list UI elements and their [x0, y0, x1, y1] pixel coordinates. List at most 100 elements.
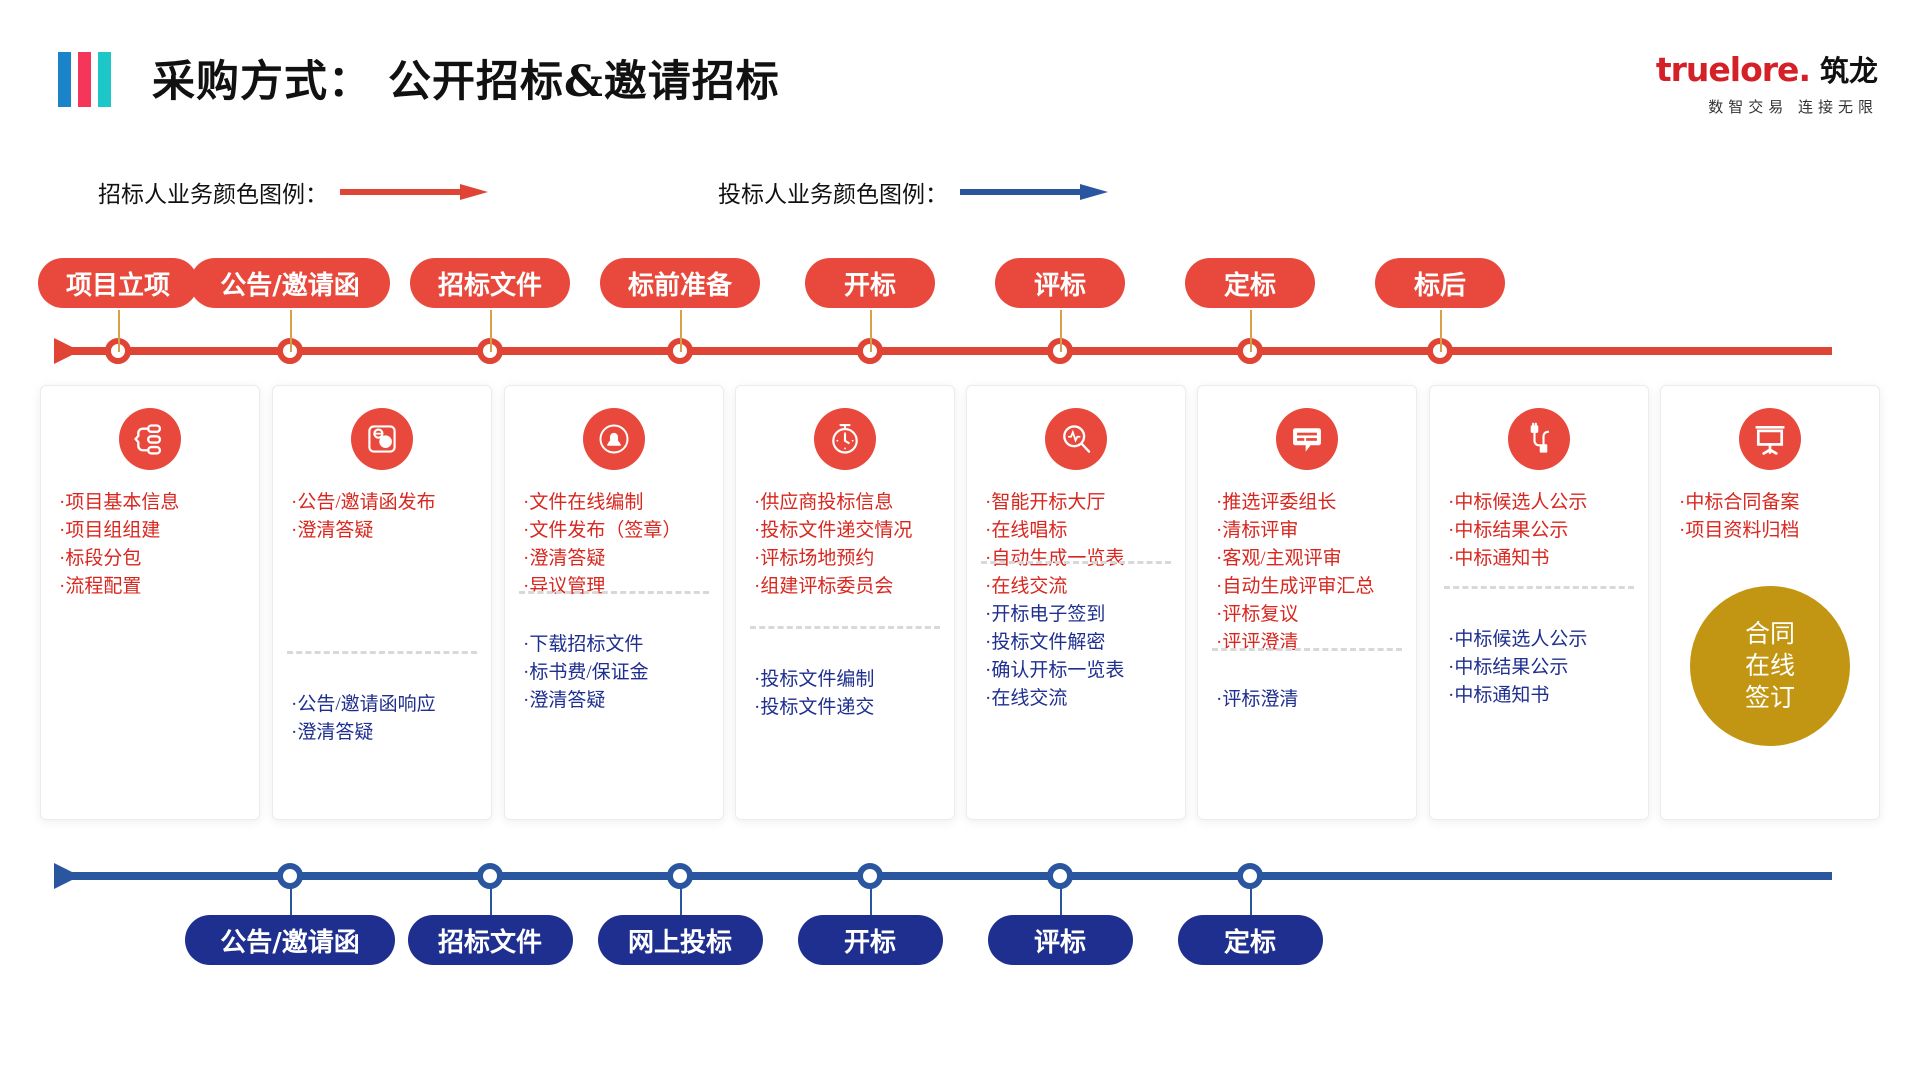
stem-top-6 [1060, 310, 1062, 352]
bidder-item: ·确认开标一览表 [985, 659, 1125, 681]
bidder-item-list: ·下载招标文件·标书费/保证金·澄清答疑 [523, 631, 709, 715]
stopwatch-icon [814, 408, 876, 470]
stage-pill-label: 评标 [1033, 270, 1086, 301]
stage-pill-3[interactable]: 招标文件 [410, 258, 570, 308]
section-divider [519, 591, 709, 594]
stage-pill-4[interactable]: 开标 [797, 915, 943, 965]
tenderer-item-list: ·项目基本信息·项目组组建·标段分包·流程配置 [59, 489, 245, 601]
brand-bar-pink [78, 52, 91, 107]
bell-circle-icon [583, 408, 645, 470]
stage-pill-8[interactable]: 标后 [1375, 258, 1505, 308]
tenderer-item: ·异议管理 [523, 575, 606, 597]
legend-bidder: 投标人业务颜色图例： [718, 172, 1108, 212]
timeline-node-5[interactable] [1047, 863, 1073, 889]
stage-card-post-award[interactable]: ·中标合同备案·项目资料归档合同在线签订 [1660, 385, 1880, 820]
tenderer-item: ·在线唱标 [985, 519, 1068, 541]
stem-top-8 [1440, 310, 1442, 352]
stem-bottom-4 [870, 876, 872, 918]
magnifier-pulse-icon [1045, 408, 1107, 470]
tenderer-item: ·中标结果公示 [1448, 519, 1569, 541]
stem-bottom-2 [490, 876, 492, 918]
tenderer-item: ·投标文件递交情况 [754, 519, 913, 541]
bidder-item: ·中标结果公示 [1448, 656, 1569, 678]
timeline-node-4[interactable] [857, 863, 883, 889]
bidder-item-list: ·中标候选人公示 ·中标结果公示 ·中标通知书 [1448, 626, 1634, 710]
stage-pill-label: 招标文件 [437, 270, 542, 301]
timeline-node-6[interactable] [1237, 863, 1263, 889]
stage-card-announcement-invitation[interactable]: ·公告/邀请函发布·澄清答疑 ·公告/邀请函响应 ·澄清答疑 [272, 385, 492, 820]
bidder-item: ·下载招标文件 [523, 634, 644, 655]
bidder-item: ·澄清答疑 [523, 689, 606, 711]
tenderer-item: ·澄清答疑 [291, 519, 374, 541]
legend-bidder-arrow-icon [960, 184, 1108, 200]
stage-pill-4[interactable]: 标前准备 [600, 258, 760, 308]
stage-pill-label: 招标文件 [437, 927, 542, 958]
tenderer-item: ·中标候选人公示 [1448, 492, 1588, 513]
stage-pill-1[interactable]: 项目立项 [38, 258, 198, 308]
bidder-item: ·评标澄清 [1216, 689, 1299, 710]
usb-plugs-icon [1508, 408, 1570, 470]
top-stage-pills: 项目立项公告/邀请函 招标文件 标前准备 开标 评标 定标 标后 [0, 258, 1920, 310]
stage-pill-label: 网上投标 [627, 927, 732, 958]
tenderer-axis-line [58, 347, 1832, 355]
stem-top-1 [118, 310, 120, 352]
stage-pill-7[interactable]: 定标 [1185, 258, 1315, 308]
tenderer-item: ·项目组组建 [59, 519, 161, 541]
logo-tagline: 数智交易 连接无限 [1708, 98, 1878, 116]
tenderer-item: ·评评澄清 [1216, 631, 1299, 653]
stage-pill-label: 开标 [843, 270, 896, 301]
timeline-node-2[interactable] [477, 863, 503, 889]
timeline-node-3[interactable] [667, 863, 693, 889]
tenderer-item-list: ·公告/邀请函发布·澄清答疑 [291, 489, 477, 545]
page-title: 采购方式： 公开招标&邀请招标 [152, 57, 780, 107]
tenderer-item: ·在线交流 [985, 575, 1068, 597]
legend-tenderer-label: 招标人业务颜色图例： [98, 182, 328, 207]
bidder-item: ·投标文件解密 [985, 631, 1106, 653]
stage-pill-6[interactable]: 评标 [995, 258, 1125, 308]
bidder-axis-arrow-icon [54, 863, 80, 889]
stage-pill-2[interactable]: 招标文件 [407, 915, 573, 965]
badge-line: 合同 [1744, 619, 1795, 648]
stem-top-2 [290, 310, 292, 352]
bottom-stage-pills: 公告/邀请函 招标文件 网上投标 开标评标 定标 [0, 915, 1920, 967]
tenderer-item: ·智能开标大厅 [985, 492, 1106, 513]
stage-pill-3[interactable]: 网上投标 [597, 915, 763, 965]
bidder-item: ·投标文件编制 [754, 669, 875, 690]
contract-online-signing-badge[interactable]: 合同在线签订 [1690, 586, 1850, 746]
stem-bottom-6 [1250, 876, 1252, 918]
bidder-item: ·中标候选人公示 [1448, 629, 1588, 650]
stage-pill-1[interactable]: 公告/邀请函 [185, 915, 395, 965]
logo-wordmark-en: truelore. [1655, 50, 1811, 89]
tenderer-item: ·澄清答疑 [523, 547, 606, 569]
stage-card-bidding-document[interactable]: ·文件在线编制·文件发布（签章）·澄清答疑·异议管理·下载招标文件·标书费/保证… [504, 385, 724, 820]
bidder-item: ·在线交流 [985, 687, 1068, 709]
flow-nodes-icon [119, 408, 181, 470]
stem-top-5 [870, 310, 872, 352]
stage-card-project-initiation[interactable]: ·项目基本信息·项目组组建·标段分包·流程配置 [40, 385, 260, 820]
stem-bottom-1 [290, 876, 292, 918]
stage-pill-label: 定标 [1223, 927, 1276, 958]
timeline-node-1[interactable] [277, 863, 303, 889]
tenderer-item: ·项目资料归档 [1679, 519, 1800, 541]
tenderer-item-list: ·智能开标大厅 ·在线唱标 ·自动生成一览表 ·在线交流 [985, 489, 1171, 601]
tenderer-item-list: ·中标合同备案·项目资料归档 [1679, 489, 1865, 545]
tenderer-axis-arrow-icon [54, 338, 80, 364]
stage-card-pre-bid-preparation[interactable]: ·供应商投标信息·投标文件递交情况·评标场地预约·组建评标委员会·投标文件编制·… [735, 385, 955, 820]
section-divider [1212, 648, 1402, 651]
tenderer-item-list: ·推选评委组长·清标评审·客观/主观评审·自动生成评审汇总·评标复议·评评澄清 [1216, 489, 1402, 657]
stage-pill-6[interactable]: 定标 [1177, 915, 1323, 965]
bidder-item: ·公告/邀请函响应 [291, 694, 436, 715]
stage-pill-5[interactable]: 评标 [987, 915, 1133, 965]
stage-pill-5[interactable]: 开标 [805, 258, 935, 308]
tenderer-item-list: ·文件在线编制·文件发布（签章）·澄清答疑·异议管理 [523, 489, 709, 601]
stage-card-bid-award[interactable]: ·中标候选人公示·中标结果公示·中标通知书·中标候选人公示·中标结果公示·中标通… [1429, 385, 1649, 820]
stage-card-bid-opening[interactable]: ·智能开标大厅·在线唱标·自动生成一览表·在线交流·开标电子签到·投标文件解密·… [966, 385, 1186, 820]
bidder-item: ·中标通知书 [1448, 684, 1550, 706]
stage-pill-2[interactable]: 公告/邀请函 [190, 258, 390, 308]
legend-tenderer-arrow-icon [340, 184, 488, 200]
tenderer-item: ·自动生成一览表 [985, 547, 1125, 569]
stage-pill-label: 公告/邀请函 [220, 270, 360, 301]
tenderer-item: ·评标场地预约 [754, 547, 875, 569]
stage-card-bid-evaluation[interactable]: ·推选评委组长·清标评审·客观/主观评审·自动生成评审汇总·评标复议·评评澄清·… [1197, 385, 1417, 820]
